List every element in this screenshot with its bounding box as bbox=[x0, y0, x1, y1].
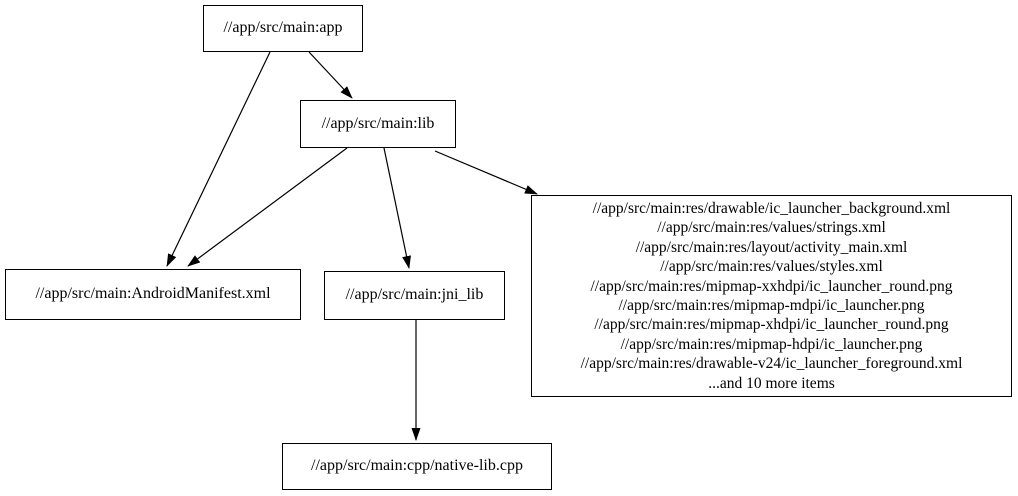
graph-node-res-group: //app/src/main:res/drawable/ic_launcher_… bbox=[531, 195, 1012, 397]
edge-lib-to-manifest bbox=[187, 147, 348, 267]
edge-lib-to-res-group bbox=[434, 150, 538, 195]
res-group-line: //app/src/main:res/mipmap-hdpi/ic_launch… bbox=[620, 335, 923, 353]
edge-app-to-manifest bbox=[166, 51, 271, 267]
graph-node-lib-label: //app/src/main:lib bbox=[321, 114, 435, 132]
graph-node-native-lib-cpp: //app/src/main:cpp/native-lib.cpp bbox=[282, 443, 552, 490]
graph-node-lib: //app/src/main:lib bbox=[300, 100, 456, 148]
graph-node-jni-lib: //app/src/main:jni_lib bbox=[324, 271, 505, 320]
edge-app-to-lib bbox=[308, 51, 353, 99]
res-group-more-items: ...and 10 more items bbox=[708, 374, 835, 392]
res-group-line: //app/src/main:res/mipmap-mdpi/ic_launch… bbox=[618, 297, 925, 314]
graph-node-app: //app/src/main:app bbox=[203, 5, 363, 52]
res-group-line: //app/src/main:res/values/strings.xml bbox=[657, 219, 886, 237]
edge-lib-to-jni-lib bbox=[383, 147, 411, 269]
res-group-line: //app/src/main:res/layout/activity_main.… bbox=[635, 238, 908, 256]
res-group-line: //app/src/main:res/drawable-v24/ic_launc… bbox=[580, 355, 963, 373]
res-group-line: //app/src/main:res/mipmap-xhdpi/ic_launc… bbox=[594, 316, 949, 334]
res-group-line: //app/src/main:res/values/styles.xml bbox=[660, 258, 883, 276]
graph-node-app-label: //app/src/main:app bbox=[223, 19, 343, 37]
graph-node-jni-lib-label: //app/src/main:jni_lib bbox=[345, 286, 484, 304]
res-group-line: //app/src/main:res/drawable/ic_launcher_… bbox=[592, 199, 951, 217]
graph-node-native-lib-cpp-label: //app/src/main:cpp/native-lib.cpp bbox=[311, 457, 523, 475]
graph-node-android-manifest: //app/src/main:AndroidManifest.xml bbox=[5, 269, 301, 320]
res-group-line: //app/src/main:res/mipmap-xxhdpi/ic_laun… bbox=[590, 277, 953, 295]
graph-node-android-manifest-label: //app/src/main:AndroidManifest.xml bbox=[35, 285, 271, 303]
